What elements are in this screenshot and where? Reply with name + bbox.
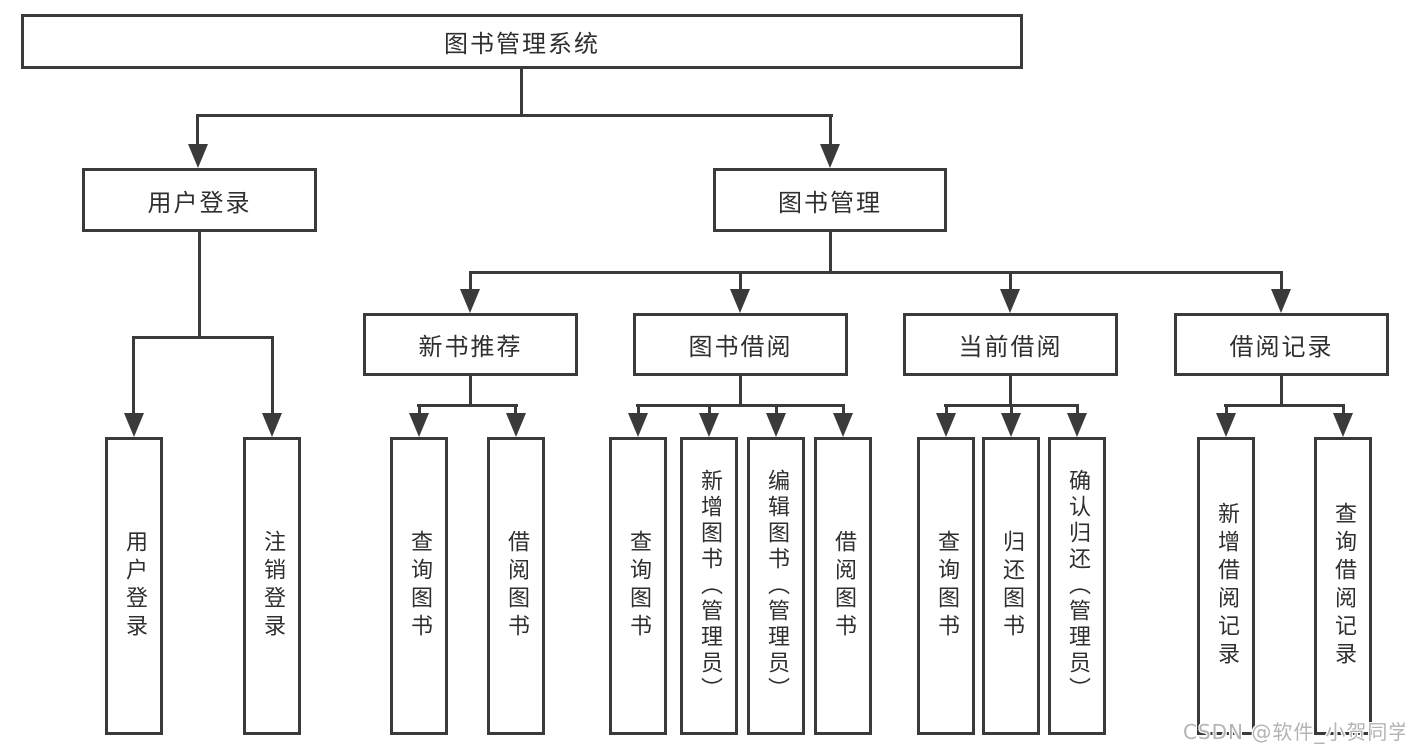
connector-borrowing-branch [636,404,845,407]
connector-stub [945,404,948,415]
csdn-watermark: CSDN @软件_小贺同学 [1183,720,1405,744]
arrowhead-current [1000,289,1020,313]
connector-to-leaf-logout [271,336,274,414]
arrowhead-borrowing [730,289,750,313]
connector-root-stem [520,69,523,117]
leaf-confirm-return-admin: 确认归还（管理员） [1048,437,1106,735]
node-current-borrowing: 当前借阅 [903,313,1118,376]
leaf-logout: 注销登录 [243,437,301,735]
node-borrowing-records: 借阅记录 [1174,313,1389,376]
arrowhead-leaf [1216,413,1236,437]
connector-borrowing-stem [739,376,742,406]
connector-to-leaf-user-login [132,336,135,414]
connector-stub [775,404,778,415]
connector-stub [708,404,711,415]
connector-stub [637,404,640,415]
arrowhead-leaf [1067,413,1087,437]
arrowhead-leaf [833,413,853,437]
node-new-book-recommend: 新书推荐 [363,313,578,376]
leaf-query-borrow-record: 查询借阅记录 [1314,437,1372,735]
leaf-query-books-recommend: 查询图书 [390,437,448,735]
leaf-query-books-current: 查询图书 [917,437,975,735]
leaf-query-books-borrowing: 查询图书 [609,437,667,735]
connector-stub [1342,404,1345,415]
arrowhead-leaf [766,413,786,437]
leaf-borrow-books-borrowing: 借阅图书 [814,437,872,735]
connector-to-records [1280,271,1283,291]
arrowhead-leaf [1333,413,1353,437]
connector-to-borrowing [739,271,742,291]
connector-current-stem [1009,376,1012,406]
arrowhead-leaf [1001,413,1021,437]
arrowhead-leaf [699,413,719,437]
leaf-return-book: 归还图书 [982,437,1040,735]
leaf-borrow-books-recommend: 借阅图书 [487,437,545,735]
connector-recommend-stem [469,376,472,406]
connector-to-recommend [469,271,472,291]
arrowhead-recommend [460,289,480,313]
arrowhead-leaf [506,413,526,437]
arrowhead-book-management [820,144,840,168]
connector-recommend-branch [417,404,518,407]
node-book-borrowing: 图书借阅 [633,313,848,376]
arrowhead-leaf [409,413,429,437]
leaf-add-borrow-record: 新增借阅记录 [1197,437,1255,735]
connector-level3-branch [469,271,1283,274]
connector-management-stem [829,232,832,273]
leaf-add-book-admin: 新增图书（管理员） [680,437,738,735]
connector-stub [842,404,845,415]
arrowhead-leaf-user-login [124,413,144,437]
arrowhead-leaf [936,413,956,437]
connector-records-branch [1224,404,1345,407]
connector-stub [418,404,421,415]
arrowhead-leaf-logout [262,413,282,437]
connector-login-branch [132,336,274,339]
connector-level2-branch [197,114,833,117]
node-user-login: 用户登录 [82,168,317,232]
connector-to-book-management [829,114,832,145]
connector-login-stem [198,232,201,338]
connector-to-user-login [196,114,199,145]
connector-records-stem [1280,376,1283,406]
leaf-user-login: 用户登录 [105,437,163,735]
connector-stub [1010,404,1013,415]
connector-stub [1225,404,1228,415]
arrowhead-user-login [188,144,208,168]
connector-stub [514,404,517,415]
leaf-edit-book-admin: 编辑图书（管理员） [747,437,805,735]
connector-to-current [1009,271,1012,291]
node-book-management: 图书管理 [713,168,947,232]
node-library-management-system: 图书管理系统 [21,14,1023,69]
arrowhead-leaf [628,413,648,437]
connector-stub [1076,404,1079,415]
arrowhead-records [1271,289,1291,313]
